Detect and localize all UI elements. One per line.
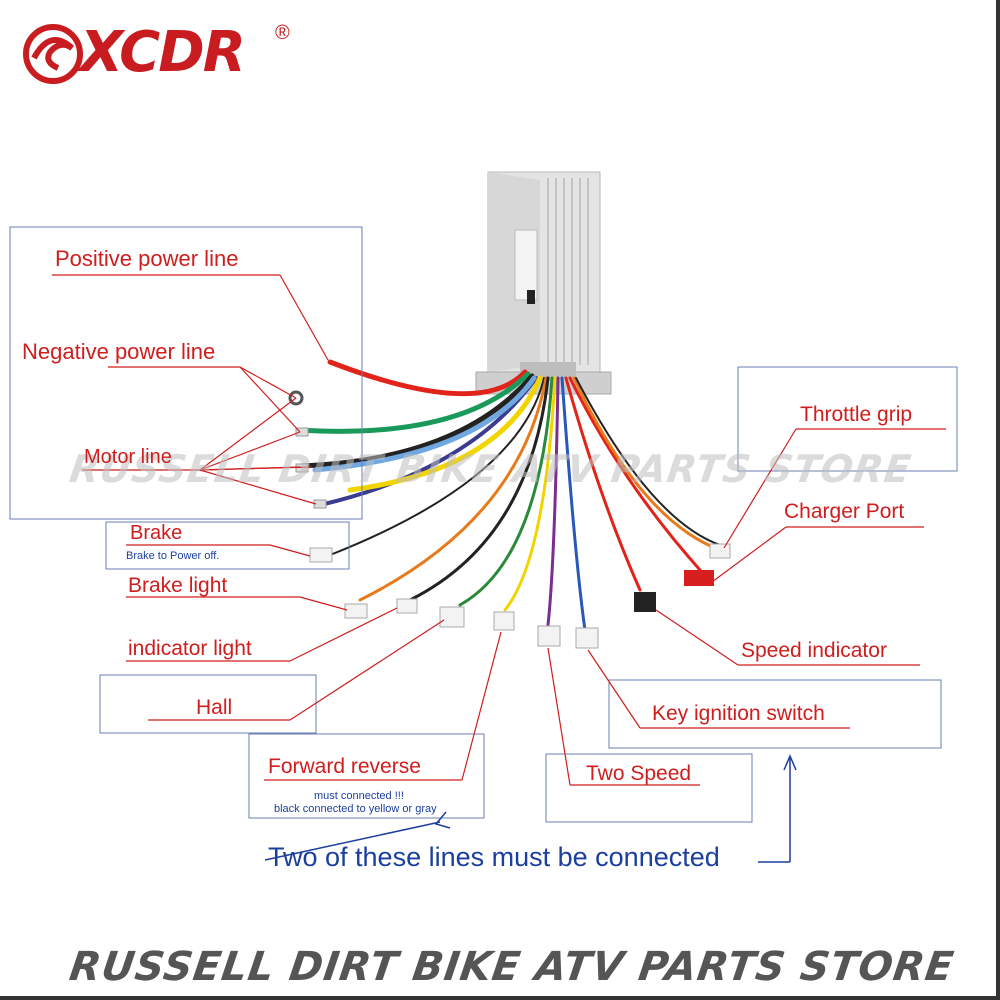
- label-two-speed: Two Speed: [586, 762, 692, 785]
- label-throttle-grip: Throttle grip: [800, 403, 913, 426]
- note-brake-power-off: Brake to Power off.: [126, 550, 220, 562]
- wire-bundle: [297, 359, 722, 632]
- logo-swirl-icon: [23, 24, 83, 84]
- watermark-mid: RUSSELL DIRT BIKE ATV PARTS STORE: [66, 447, 915, 491]
- label-forward-reverse: Forward reverse: [268, 755, 421, 778]
- controller-box: [475, 171, 612, 395]
- label-speed-indicator: Speed indicator: [741, 639, 887, 662]
- brand-logo-text: XCDR: [80, 20, 246, 85]
- connection-note: Two of these lines must be connected: [268, 842, 720, 872]
- connection-arrows: [264, 754, 797, 863]
- label-key-ignition-switch: Key ignition switch: [652, 702, 825, 725]
- note-black-to-yellow-or-gray: black connected to yellow or gray: [274, 803, 437, 815]
- label-brake-light: Brake light: [128, 574, 228, 597]
- label-motor-line: Motor line: [84, 446, 172, 468]
- watermark-bottom: RUSSELL DIRT BIKE ATV PARTS STORE: [66, 944, 957, 990]
- label-hall: Hall: [196, 696, 233, 719]
- label-positive-power-line: Positive power line: [55, 246, 239, 271]
- label-boxes: [9, 226, 958, 823]
- note-must-connected: must connected !!!: [314, 790, 404, 802]
- connectors: [288, 390, 731, 649]
- registered-mark: ®: [275, 22, 290, 44]
- label-indicator-light: indicator light: [128, 637, 252, 660]
- label-negative-power-line: Negative power line: [22, 339, 216, 364]
- leader-lines: [52, 274, 946, 786]
- label-charger-port: Charger Port: [784, 500, 905, 523]
- label-brake: Brake: [130, 522, 183, 544]
